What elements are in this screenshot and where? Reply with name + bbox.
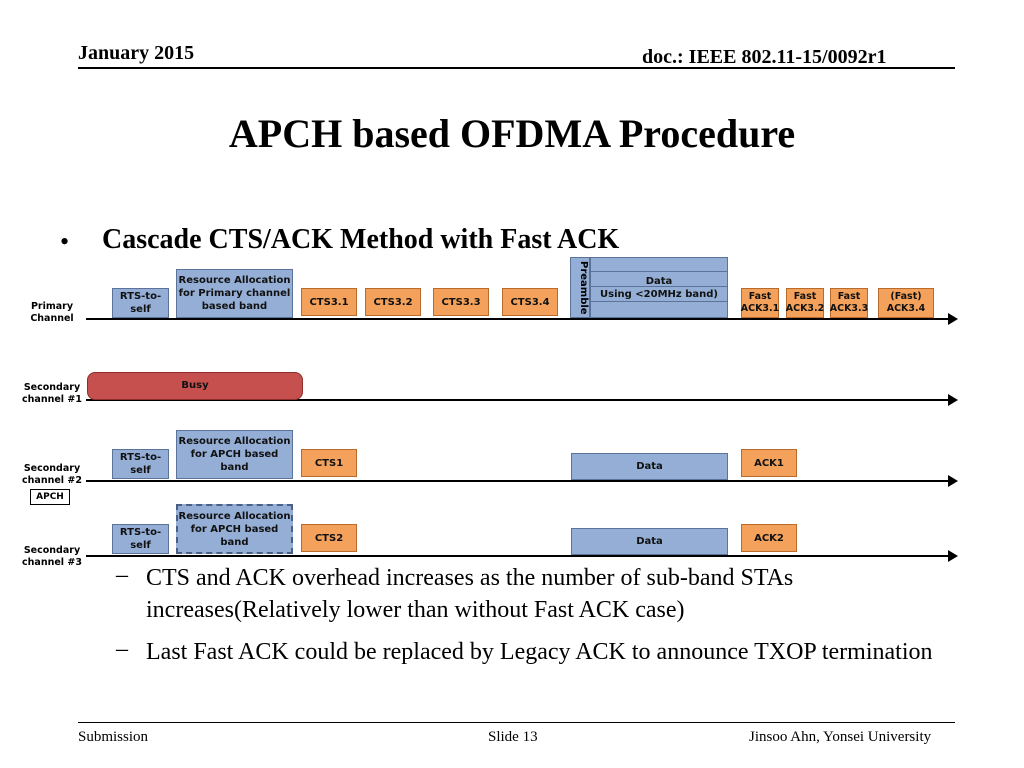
secondary2-cts1: CTS1 [301, 449, 357, 477]
secondary3-label: Secondary channel #3 [22, 545, 82, 568]
secondary3-cts2: CTS2 [301, 524, 357, 552]
footer-slide-number: Slide 13 [488, 729, 538, 745]
primary-cts-3-3: CTS3.3 [433, 288, 489, 316]
secondary3-axis [86, 550, 958, 562]
subbullet-1-text: CTS and ACK overhead increases as the nu… [146, 565, 794, 623]
secondary2-resource-allocation: Resource Allocation for APCH based band [176, 430, 293, 479]
header-date: January 2015 [78, 42, 195, 64]
subbullet-dash: – [116, 636, 128, 662]
bullet-text: Cascade CTS/ACK Method with Fast ACK [102, 224, 620, 255]
bullet-marker: • [60, 227, 70, 256]
header-divider [78, 67, 955, 69]
secondary2-rts-to-self: RTS-to-self [112, 449, 169, 479]
secondary2-ack1: ACK1 [741, 449, 797, 477]
primary-rts-to-self: RTS-to-self [112, 288, 169, 318]
primary-data: Data Using <20MHz band) [590, 257, 728, 318]
secondary2-axis [86, 475, 958, 487]
primary-preamble: Preamble [570, 257, 590, 318]
secondary2-data: Data [571, 453, 728, 480]
header-doc-id: doc.: IEEE 802.11-15/0092r1 [642, 46, 887, 68]
primary-channel-axis [86, 313, 958, 325]
subbullet-dash: – [116, 562, 128, 588]
primary-cts-3-1: CTS3.1 [301, 288, 357, 316]
secondary3-data: Data [571, 528, 728, 555]
primary-resource-allocation: Resource Allocation for Primary channel … [176, 269, 293, 318]
primary-data-subchannel-line [590, 286, 728, 287]
secondary3-rts-to-self: RTS-to-self [112, 524, 169, 554]
subbullet-2-text: Last Fast ACK could be replaced by Legac… [146, 639, 933, 665]
primary-fast-ack-3-3: Fast ACK3.3 [830, 288, 868, 318]
secondary1-axis [86, 394, 958, 406]
footer-author: Jinsoo Ahn, Yonsei University [749, 729, 932, 745]
primary-fast-ack-3-1: Fast ACK3.1 [741, 288, 779, 318]
secondary1-label: Secondary channel #1 [22, 382, 82, 405]
secondary2-label: Secondary channel #2 [22, 463, 82, 486]
primary-cts-3-2: CTS3.2 [365, 288, 421, 316]
primary-cts-3-4: CTS3.4 [502, 288, 558, 316]
slide-title: APCH based OFDMA Procedure [228, 111, 796, 156]
primary-fast-ack-3-2: Fast ACK3.2 [786, 288, 824, 318]
primary-data-subchannel-line [590, 271, 728, 272]
primary-fast-ack-3-4: (Fast) ACK3.4 [878, 288, 934, 318]
primary-channel-label: Primary Channel [30, 301, 74, 324]
footer-submission: Submission [78, 729, 149, 745]
secondary3-resource-allocation: Resource Allocation for APCH based band [176, 504, 293, 554]
footer-divider [78, 722, 955, 723]
primary-data-subchannel-line [590, 301, 728, 302]
secondary1-busy: Busy [87, 372, 303, 400]
apch-tag: APCH [30, 489, 70, 505]
secondary3-ack2: ACK2 [741, 524, 797, 552]
